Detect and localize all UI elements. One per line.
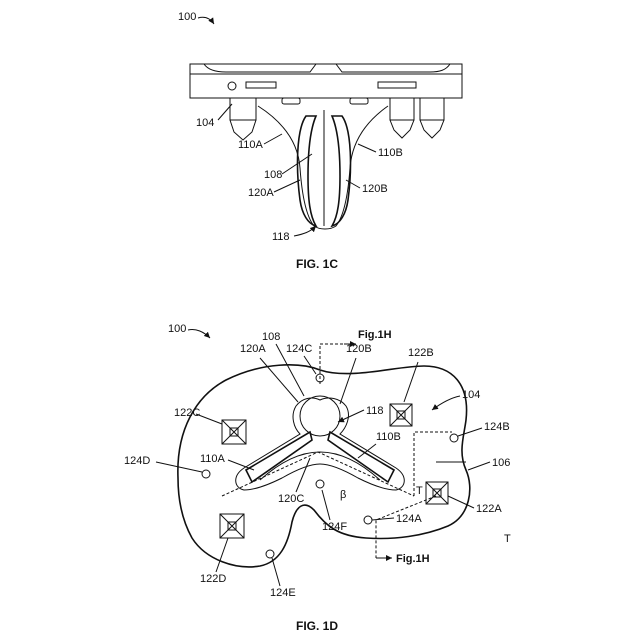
label-fig1h-top: Fig.1H: [358, 329, 392, 341]
fin-120b: [332, 116, 350, 226]
peg-right-2-tip: [420, 120, 444, 138]
leader-100-1c: [198, 17, 214, 24]
peg-right-1-body: [390, 98, 414, 120]
label-104-1d: 104: [462, 389, 480, 401]
leader-104-1d: [432, 396, 460, 410]
leader-106-1d: [468, 462, 490, 470]
label-t-1: T: [416, 485, 423, 497]
hole-124d: [202, 470, 210, 478]
leader-122d-1d: [216, 538, 228, 572]
slot-right: [378, 82, 416, 88]
hole-124a: [364, 516, 372, 524]
leader-124f-1d: [322, 490, 330, 520]
label-106-1d: 106: [492, 457, 510, 469]
leader-120a-1c: [274, 180, 300, 192]
label-122d-1d: 122D: [200, 573, 226, 585]
label-124f-1d: 124F: [322, 521, 347, 533]
label-110a-1c: 110A: [238, 139, 264, 151]
hole-124f: [316, 480, 324, 488]
peg-122b: [390, 404, 412, 426]
fin-110a: [246, 432, 312, 482]
label-108-1c: 108: [264, 169, 282, 181]
top-plate: [190, 64, 462, 98]
peg-right-1-tip: [390, 120, 414, 138]
label-110a-1d: 110A: [200, 453, 226, 465]
label-110b-1c: 110B: [378, 147, 403, 159]
label-120b-1c: 120B: [362, 183, 388, 195]
label-124e-1d: 124E: [270, 587, 296, 599]
peg-left-tip: [230, 120, 256, 140]
leader-124a-1d: [372, 518, 394, 520]
leader-122a-1d: [448, 496, 474, 508]
label-120a-1c: 120A: [248, 187, 274, 199]
label-110b-1d: 110B: [376, 431, 401, 443]
label-120a-1d: 120A: [240, 343, 266, 355]
label-t-2: T: [504, 533, 511, 545]
slot-left: [246, 82, 276, 88]
leader-118-1c: [294, 226, 316, 236]
leader-120c-1d: [296, 458, 310, 492]
tab-left: [282, 98, 300, 104]
label-118-1c: 118: [272, 231, 290, 243]
label-122a-1d: 122A: [476, 503, 502, 515]
hole-124b: [450, 434, 458, 442]
label-100-1c: 100: [178, 11, 196, 23]
label-100-1d: 100: [168, 323, 186, 335]
caption-fig-1c: FIG. 1C: [296, 257, 338, 271]
leader-100-1d: [188, 329, 210, 338]
peg-left-body: [230, 98, 256, 120]
leader-124d-1d: [156, 462, 202, 472]
keel-arc: [260, 452, 380, 480]
peg-122d: [220, 514, 244, 538]
leader-110a-1c: [264, 134, 282, 144]
screw-hole: [228, 82, 236, 90]
section-line-1h-bottom: [376, 496, 436, 558]
label-122b-1d: 122B: [408, 347, 434, 359]
leader-120b-1d: [340, 358, 356, 404]
label-118-1d: 118: [366, 405, 384, 417]
leader-110a-1d: [228, 460, 254, 470]
label-104-1c: 104: [196, 117, 214, 129]
label-124d-1d: 124D: [124, 455, 150, 467]
label-124c-1d: 124C: [286, 343, 312, 355]
keel-outline: [258, 106, 388, 229]
leader-124b-1d: [458, 428, 482, 436]
label-124b-1d: 124B: [484, 421, 510, 433]
label-120c-1d: 120C: [278, 493, 304, 505]
tab-right: [350, 98, 368, 104]
leader-110b-1c: [358, 144, 376, 152]
label-fig1h-bottom: Fig.1H: [396, 553, 430, 565]
hole-124e: [266, 550, 274, 558]
leader-124e-1d: [272, 558, 280, 586]
label-124a-1d: 124A: [396, 513, 422, 525]
peg-122a: [426, 482, 448, 504]
label-108-1d: 108: [262, 331, 280, 343]
label-122c-1d: 122C: [174, 407, 200, 419]
peg-right-2-body: [420, 98, 444, 120]
figure-1c: 100 104 110A 110B 108 120A: [178, 11, 462, 271]
leader-118-1d: [338, 410, 364, 422]
figure-1d: 100 Fig.1H Fig.1H: [124, 323, 511, 633]
leader-124c-1d: [304, 356, 316, 374]
peg-122c: [222, 420, 246, 444]
plate-top-detail: [204, 64, 450, 72]
label-beta: β: [340, 489, 346, 501]
center-bore: [300, 396, 340, 436]
leader-122c-1d: [196, 414, 222, 424]
label-120b-1d: 120B: [346, 343, 372, 355]
caption-fig-1d: FIG. 1D: [296, 619, 338, 633]
